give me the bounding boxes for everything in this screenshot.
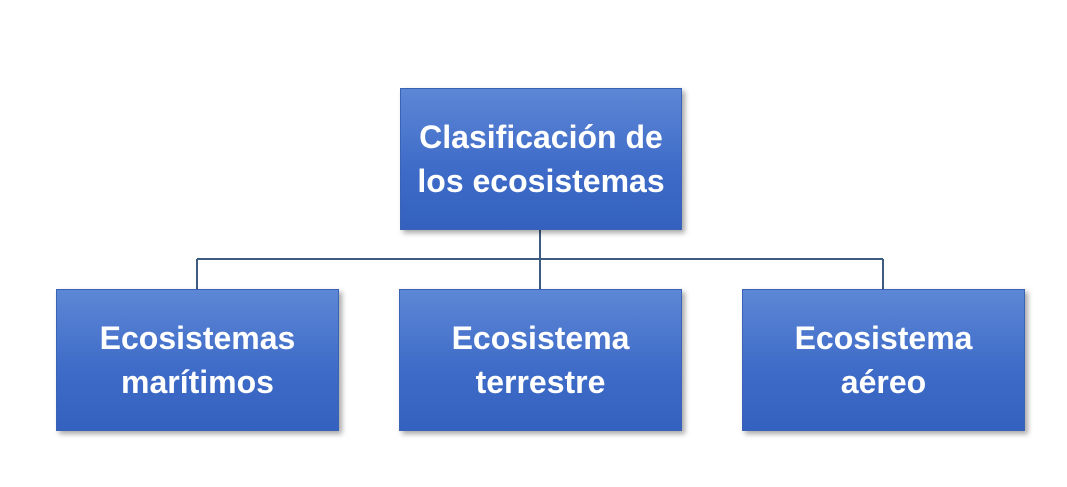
- root-node-label: Clasificación de los ecosistemas: [417, 119, 665, 199]
- child-node-maritimos: Ecosistemas marítimos: [56, 289, 339, 431]
- child-node-label-aereo: Ecosistema aéreo: [794, 320, 973, 400]
- child-node-label-maritimos: Ecosistemas marítimos: [99, 320, 296, 400]
- child-node-terrestre: Ecosistema terrestre: [399, 289, 682, 431]
- root-node-clasificacion: Clasificación de los ecosistemas: [400, 88, 682, 230]
- child-node-label-terrestre: Ecosistema terrestre: [451, 320, 630, 400]
- child-node-aereo: Ecosistema aéreo: [742, 289, 1025, 431]
